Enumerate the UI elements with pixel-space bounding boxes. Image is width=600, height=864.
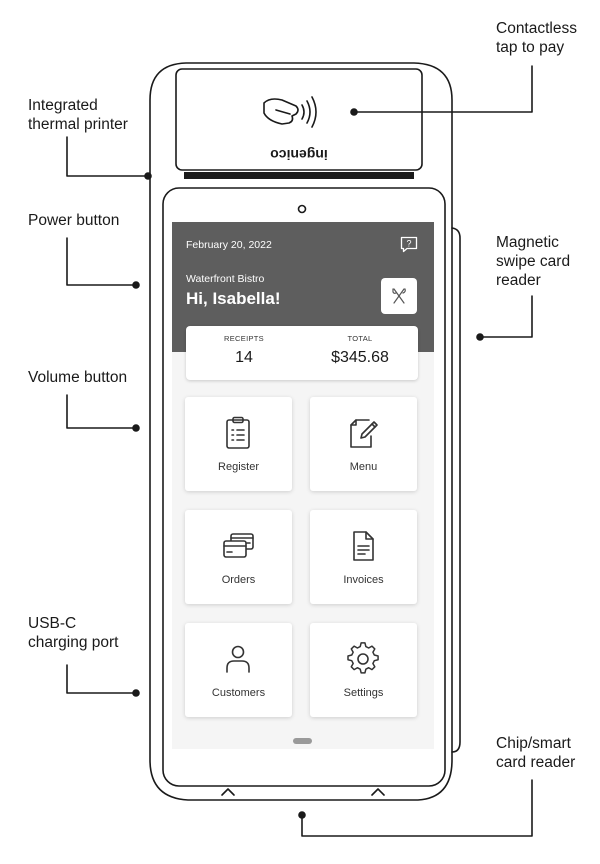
- callout-magstripe-line2: swipe card: [496, 253, 571, 270]
- greeting-title: Hi, Isabella!: [186, 289, 281, 308]
- printer-slot: [184, 172, 414, 179]
- volume-leader: [66, 394, 135, 429]
- utensils-icon: [392, 288, 406, 304]
- power-leader: [66, 237, 135, 286]
- invoice-icon: [353, 531, 374, 561]
- total-value: $345.68: [331, 349, 389, 366]
- chevron-right-icon: [371, 788, 385, 796]
- front-camera: [297, 204, 307, 214]
- usbc-leader: [66, 664, 135, 694]
- callout-power: Power button: [28, 211, 119, 230]
- receipts-label: RECEIPTS: [224, 334, 264, 343]
- total-label: TOTAL: [347, 334, 373, 343]
- magstripe-slot: [451, 227, 461, 753]
- business-name: Waterfront Bistro: [186, 273, 265, 285]
- callout-contactless-line1: Contactless: [496, 20, 577, 37]
- magstripe-leader: [479, 295, 533, 338]
- stats-card: RECEIPTS 14 TOTAL $345.68: [186, 326, 418, 380]
- callout-chip-line2: card reader: [496, 754, 576, 771]
- callout-printer-line2: thermal printer: [28, 116, 128, 133]
- register-tile[interactable]: Register: [185, 397, 292, 491]
- callout-magstripe: Magnetic swipe card reader: [496, 233, 570, 290]
- invoices-label: Invoices: [343, 574, 384, 586]
- screen-bezel: [162, 187, 446, 787]
- callout-contactless: Contactless tap to pay: [496, 19, 577, 57]
- settings-tile[interactable]: Settings: [310, 623, 417, 717]
- callout-printer: Integrated thermal printer: [28, 96, 128, 134]
- callout-chip: Chip/smart card reader: [496, 734, 575, 772]
- edit-document-icon: [350, 419, 378, 448]
- chip-leader: [301, 779, 533, 837]
- callout-contactless-line2: tap to pay: [496, 39, 565, 56]
- person-icon: [226, 645, 250, 673]
- callout-chip-line1: Chip/smart: [496, 735, 571, 752]
- printer-leader: [66, 136, 149, 177]
- invoices-tile[interactable]: Invoices: [310, 510, 417, 604]
- customers-tile[interactable]: Customers: [185, 623, 292, 717]
- settings-label: Settings: [343, 687, 384, 699]
- register-label: Register: [218, 461, 259, 473]
- cards-icon: [223, 533, 254, 558]
- callout-power-line1: Power button: [28, 212, 120, 229]
- receipts-stat: RECEIPTS 14: [186, 326, 302, 367]
- brand-logo: ingenico: [270, 147, 328, 163]
- callout-printer-line1: Integrated: [28, 97, 98, 114]
- orders-tile[interactable]: Orders: [185, 510, 292, 604]
- contactless-leader: [353, 65, 533, 113]
- total-stat: TOTAL $345.68: [302, 326, 418, 367]
- date-label: February 20, 2022: [186, 239, 272, 251]
- chevron-left-icon: [221, 788, 235, 796]
- pos-screen: February 20, 2022 ? Waterfront Bistro Hi…: [172, 222, 434, 749]
- receipts-value: 14: [235, 349, 253, 366]
- help-icon[interactable]: ?: [400, 236, 418, 253]
- callout-magstripe-line3: reader: [496, 272, 541, 289]
- callout-usbc-line1: USB-C: [28, 615, 77, 632]
- callout-magstripe-line1: Magnetic: [496, 234, 559, 251]
- printer-housing: [175, 68, 423, 171]
- svg-text:?: ?: [406, 239, 411, 249]
- gear-icon: [347, 642, 379, 674]
- callout-volume: Volume button: [28, 368, 127, 387]
- business-logo-button[interactable]: [381, 278, 417, 314]
- clipboard-icon: [226, 416, 250, 449]
- orders-label: Orders: [221, 574, 256, 586]
- callout-usbc-line2: charging port: [28, 634, 119, 651]
- callout-usbc: USB-C charging port: [28, 614, 118, 652]
- contactless-icon: [263, 96, 317, 128]
- customers-label: Customers: [211, 687, 266, 699]
- menu-label: Menu: [349, 461, 378, 473]
- menu-tile[interactable]: Menu: [310, 397, 417, 491]
- callout-volume-line1: Volume button: [28, 369, 128, 386]
- device-body: [149, 62, 453, 801]
- home-indicator[interactable]: [293, 738, 312, 744]
